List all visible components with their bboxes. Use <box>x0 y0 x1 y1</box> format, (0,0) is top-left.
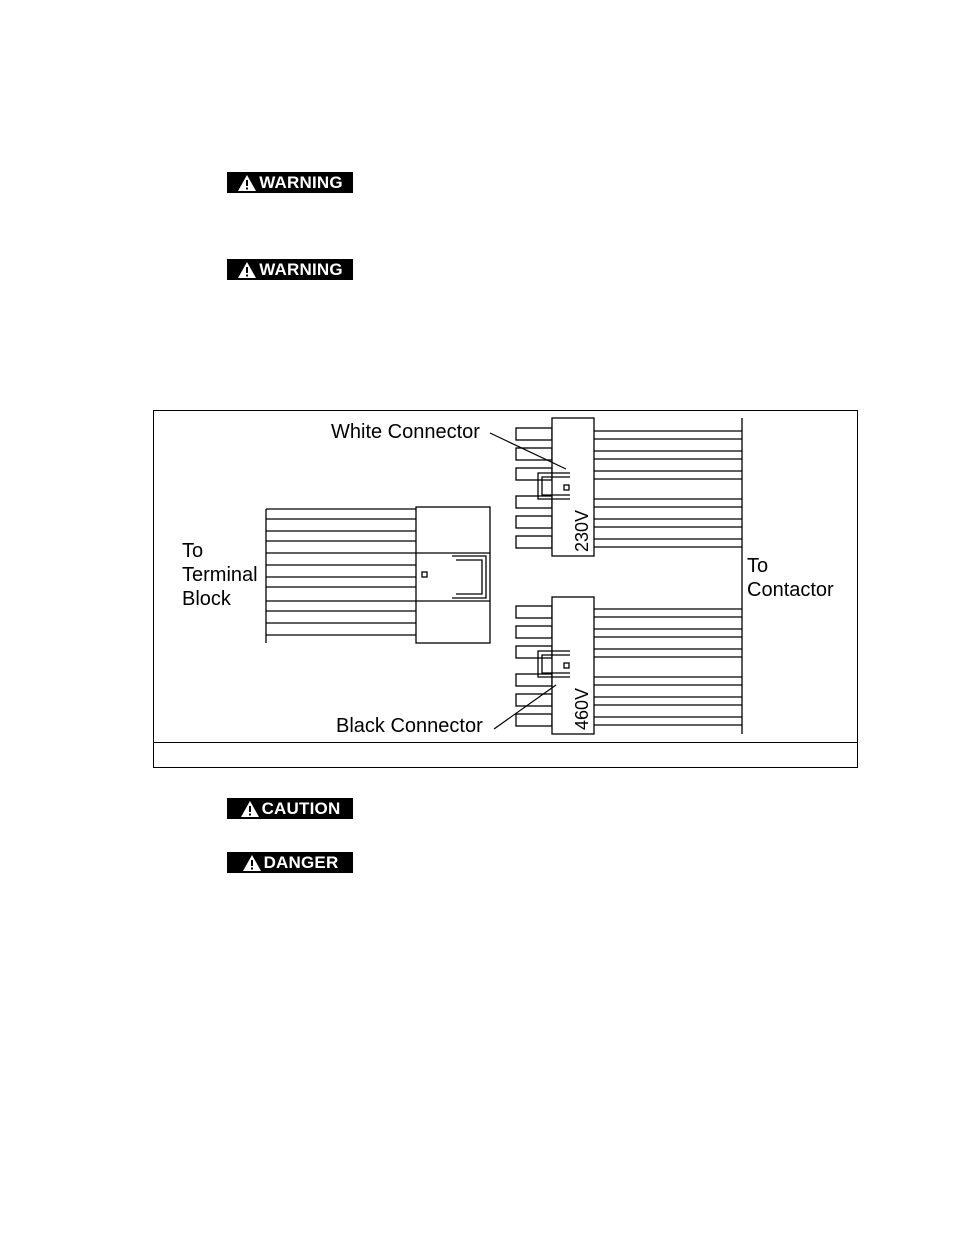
danger-badge: DANGER <box>227 852 353 873</box>
terminal-block-label-line3: Block <box>182 588 232 610</box>
badge-label: WARNING <box>259 172 343 192</box>
white-connector-230v <box>515 417 595 557</box>
white-connector-label: White Connector <box>331 421 480 443</box>
terminal-block-label-line1: To <box>182 540 203 562</box>
contactor-wires <box>594 418 743 734</box>
central-plug <box>415 506 491 644</box>
figure-frame <box>153 410 858 768</box>
wiring-diagram: White Connector Black Connector To Termi… <box>182 417 834 737</box>
black-connector-460v <box>515 596 595 735</box>
black-connector-label: Black Connector <box>336 715 483 737</box>
caution-badge: CAUTION <box>227 798 353 819</box>
warning-triangle-icon <box>238 261 257 278</box>
voltage-460v-label: 460V <box>572 688 592 730</box>
badge-label: CAUTION <box>261 798 341 818</box>
warning-badge-1: WARNING <box>227 172 353 193</box>
badge-label: DANGER <box>263 852 339 872</box>
warning-triangle-icon <box>240 800 259 817</box>
leader-lines <box>489 432 567 730</box>
warning-triangle-icon <box>238 174 257 191</box>
badge-label: WARNING <box>259 259 343 279</box>
warning-badge-2: WARNING <box>227 259 353 280</box>
figure-caption-row <box>153 742 858 768</box>
terminal-block-label-line2: Terminal <box>182 564 258 586</box>
contactor-label-line2: Contactor <box>747 579 834 601</box>
contactor-label-line1: To <box>747 555 768 577</box>
terminal-block-wires <box>265 508 416 643</box>
voltage-230v-label: 230V <box>572 510 592 552</box>
warning-triangle-icon <box>242 854 261 871</box>
